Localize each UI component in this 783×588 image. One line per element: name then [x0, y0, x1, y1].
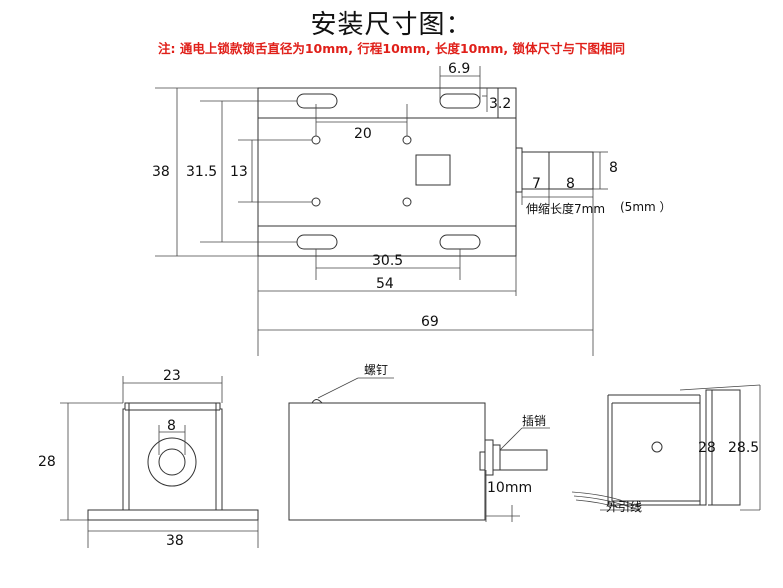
dim-30-5: 30.5	[372, 253, 403, 269]
end-hole	[651, 441, 663, 453]
dim-13: 13	[230, 164, 248, 180]
hole	[311, 197, 321, 207]
dim-23: 23	[163, 368, 181, 384]
lock-tongue	[521, 151, 594, 190]
dim-38-base: 38	[166, 533, 184, 549]
dim-8-hole: 8	[167, 418, 176, 434]
screw-label: 螺钉	[364, 363, 388, 377]
note-text: 注: 通电上锁款锁舌直径为10mm, 行程10mm, 长度10mm, 锁体尺寸与…	[158, 41, 625, 56]
dim-20: 20	[354, 126, 372, 142]
wire-label: 外引线	[606, 500, 642, 514]
end-view: 28 28.5 外引线	[571, 384, 761, 514]
dim-6-9: 6.9	[448, 61, 470, 77]
page-title: 安装尺寸图：	[310, 10, 473, 40]
dim-8-travel: 8	[566, 176, 575, 192]
dim-28-front: 28	[38, 454, 56, 470]
hole	[402, 135, 412, 145]
dim-69: 69	[421, 314, 439, 330]
dim-31-5: 31.5	[186, 164, 217, 180]
mount-slot	[296, 93, 338, 109]
dim-54: 54	[376, 276, 394, 292]
mount-slot	[439, 234, 481, 250]
mount-slot	[439, 93, 481, 109]
stroke-paren: (5mm ）	[620, 200, 672, 214]
bolt-ring	[147, 437, 197, 487]
dim-8-tongue: 8	[609, 160, 618, 176]
stroke-label: 伸缩长度7mm	[526, 201, 605, 216]
dim-38: 38	[152, 164, 170, 180]
front-view: 23 8 28 38	[38, 368, 259, 549]
dim-10mm: 10mm	[487, 480, 532, 496]
hole	[402, 197, 412, 207]
hole	[311, 135, 321, 145]
side-view: 螺钉 插销 10mm	[288, 363, 550, 522]
top-view: 6.9 3.2 20 38 31.5 13 8 7 8 伸缩长度7mm (5mm…	[152, 61, 672, 356]
pin	[499, 449, 548, 471]
dim-28-side: 28	[698, 440, 716, 456]
dim-3-2: 3.2	[489, 96, 511, 112]
pin-label: 插销	[522, 414, 546, 428]
body-outline	[257, 87, 517, 257]
side-body	[288, 402, 486, 521]
bolt-hole	[158, 448, 186, 476]
mount-slot	[296, 234, 338, 250]
dim-7: 7	[532, 176, 541, 192]
square-window	[415, 154, 451, 186]
dim-28-5: 28.5	[728, 440, 759, 456]
